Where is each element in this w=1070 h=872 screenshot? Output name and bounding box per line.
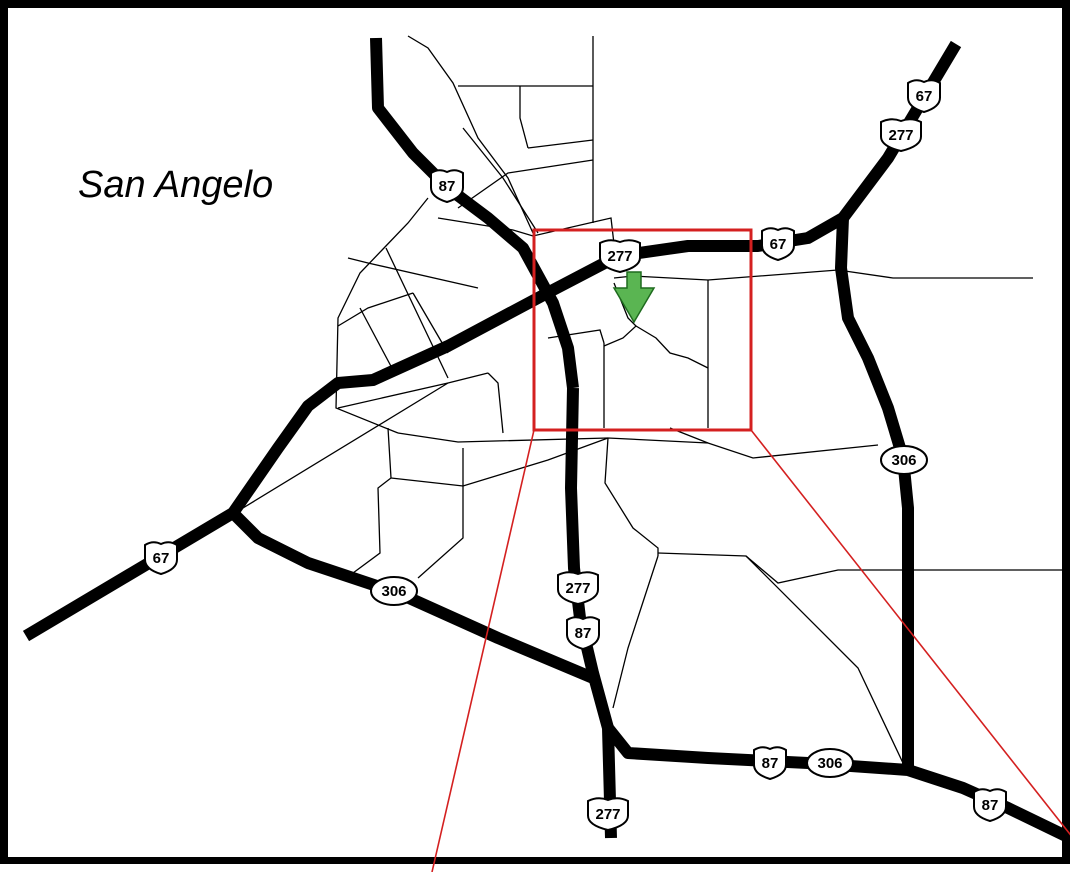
us-route-shield-icon: 277 [599,239,641,274]
state-route-oval-icon: 306 [806,748,854,778]
us-route-shield-icon: 277 [587,797,629,832]
street-network [242,35,1066,764]
city-label: San Angelo [78,164,274,206]
route-number: 87 [575,625,592,642]
us-route-shield-icon: 87 [973,788,1007,823]
route-number: 87 [762,755,779,772]
route-number: 87 [982,797,999,814]
highway-67-west [22,250,621,642]
route-number: 277 [888,127,913,144]
focus-inset-indicator [431,228,1070,872]
route-number: 277 [595,806,620,823]
us-route-shield-icon: 67 [907,79,941,114]
focus-box [532,228,753,432]
route-number: 306 [891,452,916,469]
us-route-shield-icon: 277 [880,118,922,153]
highway-67-277-north [617,40,962,262]
us-route-shield-icon: 67 [144,541,178,576]
us-route-shield-icon: 67 [761,227,795,262]
route-markers: 67 277 87 277 67 67 277 87 87 277 87 306 306 306 [144,79,1007,832]
map-canvas: 67 277 87 277 67 67 277 87 87 277 87 306 306 306 [22,35,1070,872]
us-route-shield-icon: 277 [557,571,599,606]
us-route-shield-icon: 87 [566,616,600,651]
state-route-oval-icon: 306 [370,576,418,606]
highway-network [22,37,1070,844]
route-number: 277 [607,248,632,265]
route-number: 277 [565,580,590,597]
highway-87-north [370,37,579,389]
highway-87-306-south [603,724,1070,844]
state-route-oval-icon: 306 [880,445,928,475]
zoom-line-left [431,429,535,872]
us-route-shield-icon: 87 [753,746,787,781]
route-number: 306 [817,755,842,772]
highway-306-west [228,508,596,684]
zoom-line-right [750,429,1070,836]
route-number: 67 [770,236,787,253]
route-number: 306 [381,583,406,600]
route-number: 87 [439,178,456,195]
us-route-shield-icon: 87 [430,169,464,204]
highway-277-87-south [565,387,617,839]
route-number: 67 [153,550,170,567]
route-number: 67 [916,88,933,105]
highway-306-east [835,217,914,770]
location-arrow-icon [612,271,656,324]
